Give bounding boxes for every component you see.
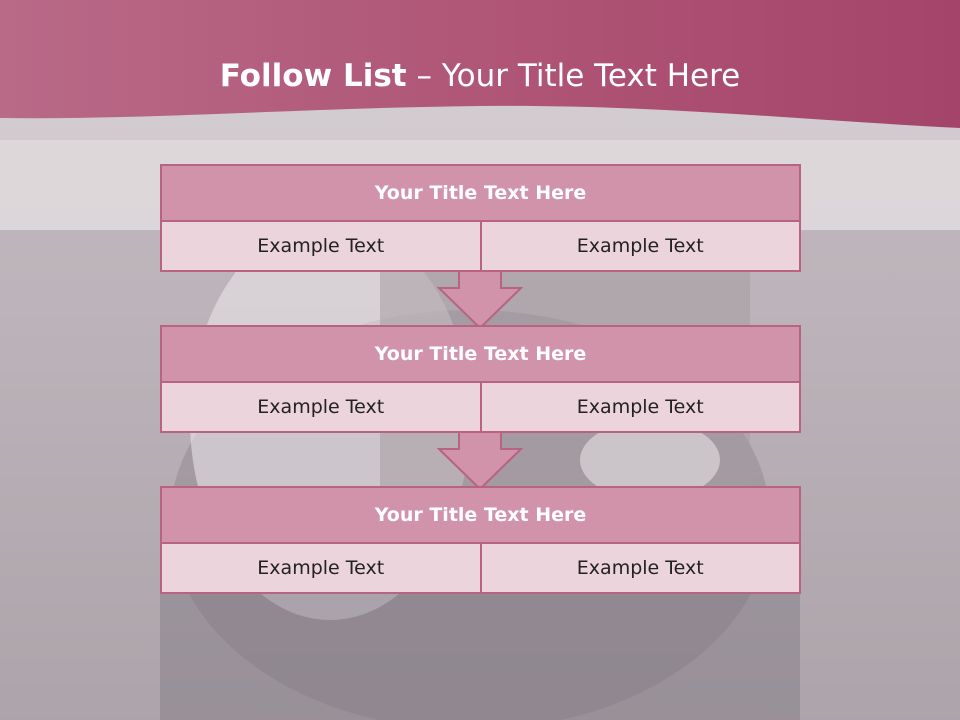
block-cell-right: Example Text (481, 222, 801, 272)
page-title: Follow List – Your Title Text Here (0, 56, 960, 96)
block-cell-right: Example Text (481, 383, 801, 433)
page-title-bold: Follow List (219, 58, 407, 94)
block-cell-left: Example Text (160, 544, 482, 594)
block-title: Your Title Text Here (160, 325, 801, 383)
block-title: Your Title Text Here (160, 486, 801, 544)
block-row: Example Text Example Text (160, 544, 801, 594)
block-cell-left: Example Text (160, 222, 482, 272)
page-title-rest: – Your Title Text Here (406, 58, 741, 94)
block-row: Example Text Example Text (160, 383, 801, 433)
header-banner (0, 0, 960, 128)
block-cell-left: Example Text (160, 383, 482, 433)
block-title: Your Title Text Here (160, 164, 801, 222)
list-block-1: Your Title Text Here Example Text Exampl… (160, 164, 801, 272)
block-row: Example Text Example Text (160, 222, 801, 272)
list-block-2: Your Title Text Here Example Text Exampl… (160, 325, 801, 433)
list-block-3: Your Title Text Here Example Text Exampl… (160, 486, 801, 594)
down-arrow-icon (437, 431, 523, 491)
down-arrow-icon (437, 270, 523, 330)
block-cell-right: Example Text (481, 544, 801, 594)
